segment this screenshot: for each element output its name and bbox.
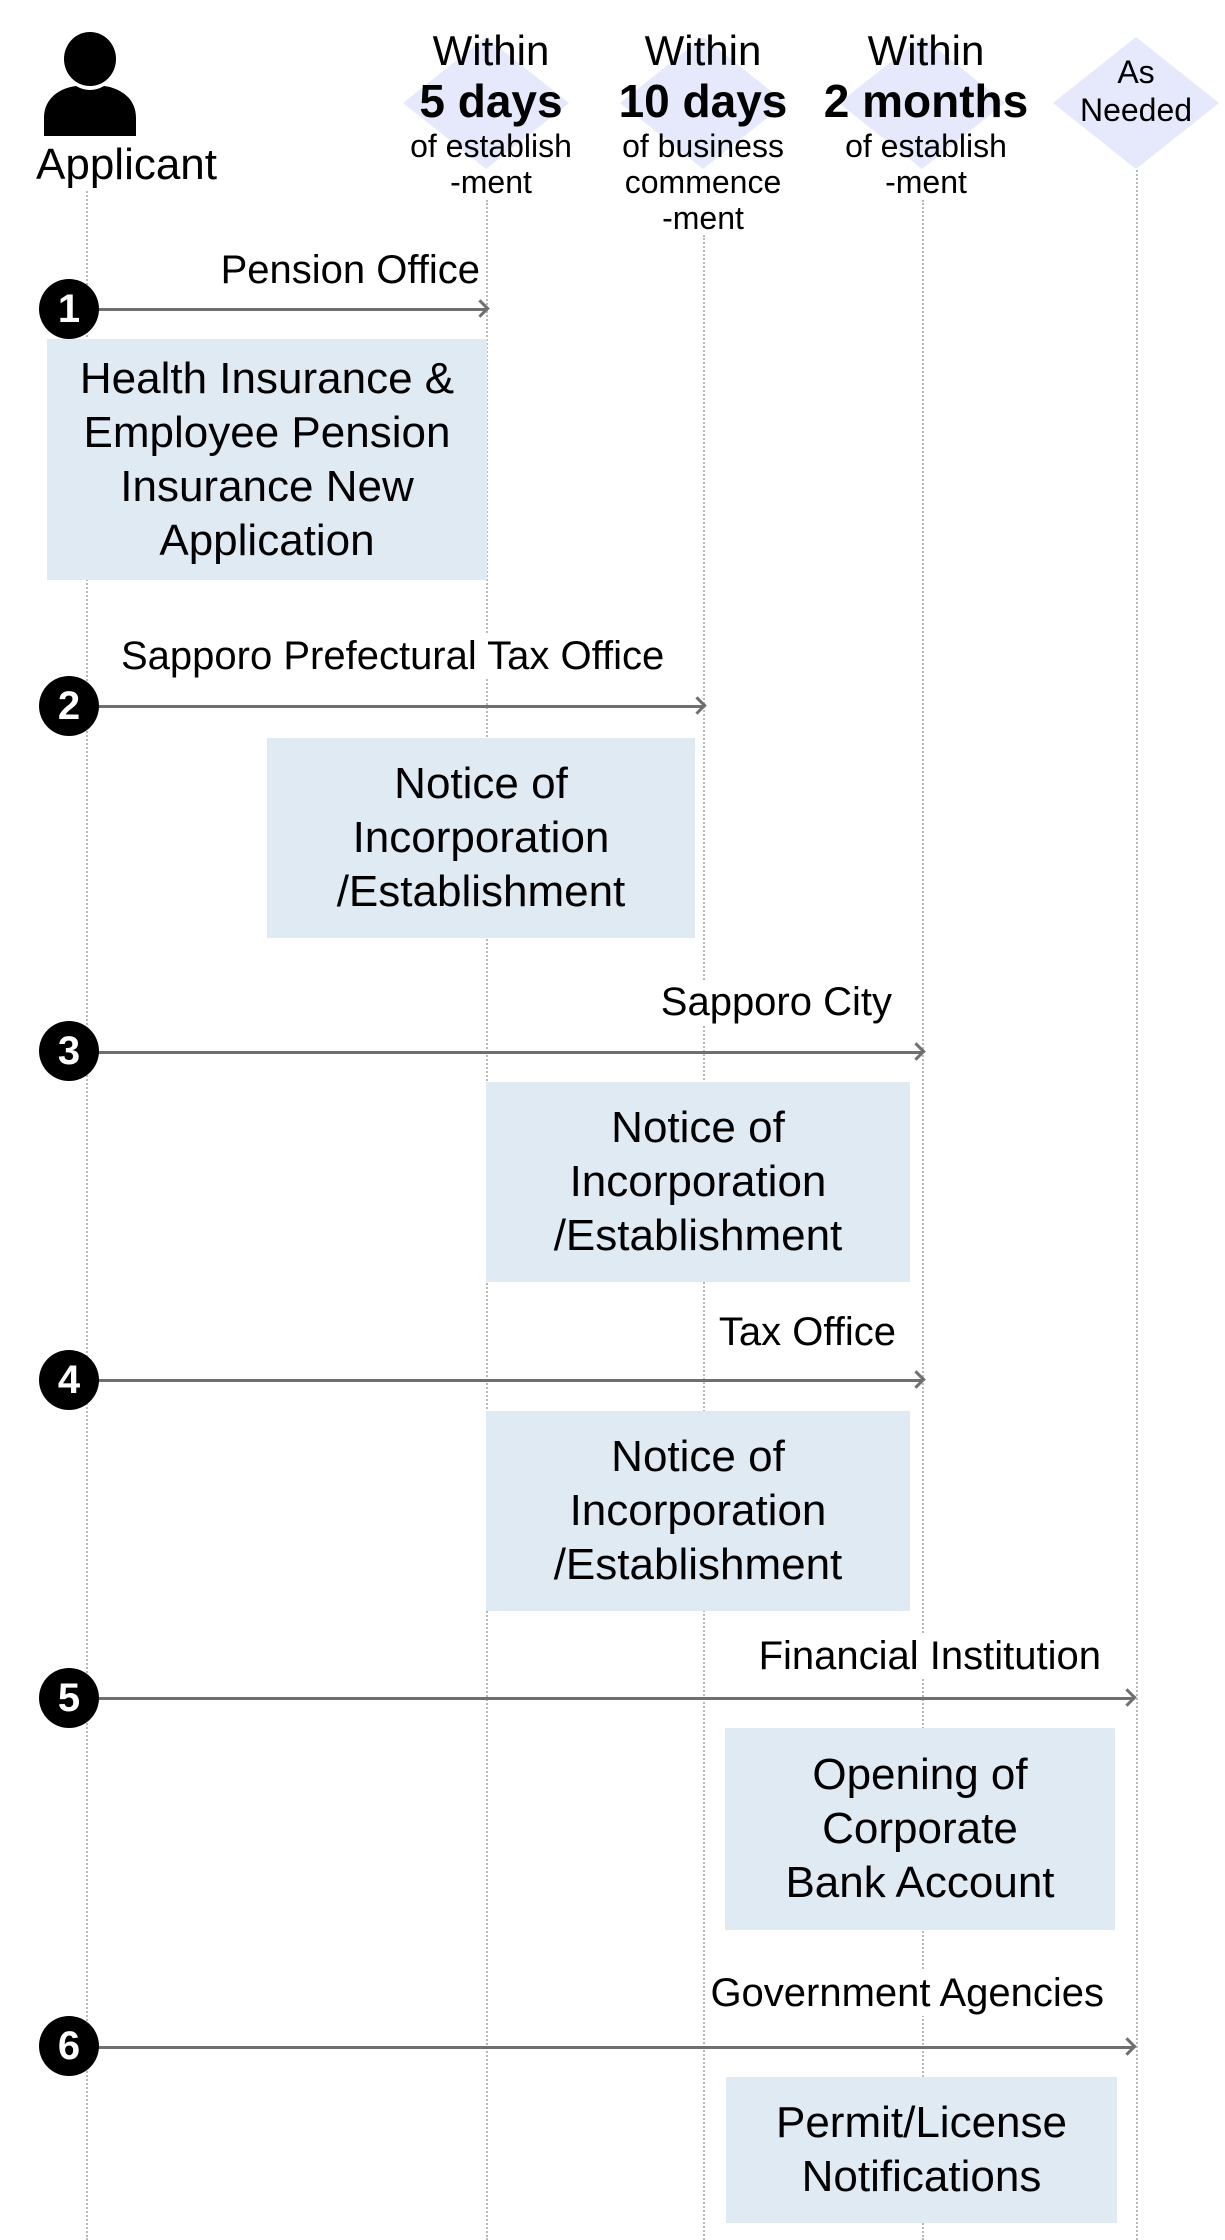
deadline-2-months: Within 2 months of establish -ment <box>823 27 1029 201</box>
step-5-badge: 5 <box>39 1668 99 1728</box>
lifeline-applicant <box>86 140 88 2240</box>
step-5-destination: Financial Institution <box>754 1634 1105 1679</box>
step-6-arrow <box>95 2046 1133 2049</box>
step-4-destination: Tax Office <box>714 1310 900 1355</box>
deadline-as-needed: As Needed <box>1079 54 1193 128</box>
step-2-badge: 2 <box>39 676 99 736</box>
step-3-destination: Sapporo City <box>656 980 896 1025</box>
actor-label: Applicant <box>36 140 218 190</box>
deadline-5-days: Within 5 days of establish -ment <box>410 27 572 201</box>
step-3-arrow <box>95 1051 922 1054</box>
diamond-2-months <box>839 37 1005 169</box>
step-6-destination: Government Agencies <box>706 1971 1108 2016</box>
step-4-badge: 4 <box>39 1350 99 1410</box>
diamond-as-needed <box>1053 37 1219 169</box>
step-3-badge: 3 <box>39 1021 99 1081</box>
step-6-badge: 6 <box>39 2016 99 2076</box>
step-1-arrow <box>95 308 486 311</box>
step-2-arrow <box>95 705 703 708</box>
deadline-10-days: Within 10 days of business commence -men… <box>618 27 788 237</box>
step-2-destination: Sapporo Prefectural Tax Office <box>117 634 669 679</box>
diamond-5-days <box>403 37 569 169</box>
lifeline-as-needed <box>1136 165 1138 2240</box>
step-4-arrow <box>95 1379 922 1382</box>
lifeline-2-months <box>922 200 924 2240</box>
step-1-badge: 1 <box>39 279 99 339</box>
diamond-10-days <box>620 37 786 169</box>
step-5-arrow <box>95 1697 1133 1700</box>
person-icon <box>44 32 136 136</box>
step-1-destination: Pension Office <box>216 248 484 293</box>
